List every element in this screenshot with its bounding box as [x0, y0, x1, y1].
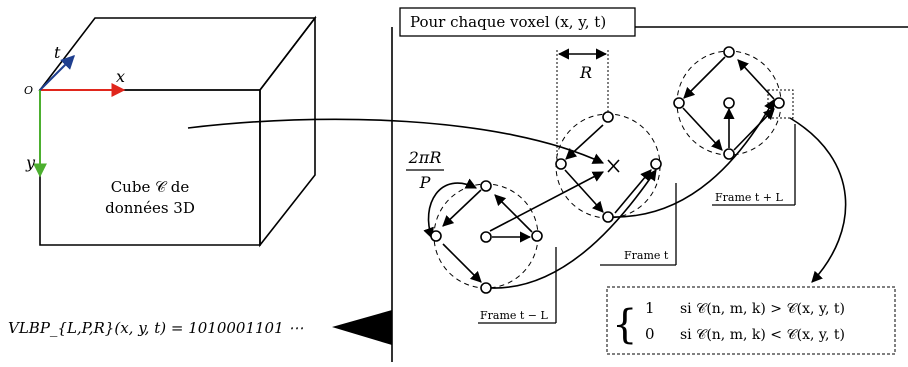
voxel-selection-arrow — [187, 118, 605, 164]
frame-t-dashed-circle — [555, 113, 661, 219]
frame-t-arrow-1 — [565, 124, 604, 160]
threshold-arrow — [789, 117, 847, 283]
frame-t-node-bottom — [602, 211, 614, 223]
cube-top-face — [38, 17, 317, 91]
case1-condition: si 𝒞(n, m, k) > 𝒞(x, y, t) — [680, 301, 845, 317]
frame-tpL-label: Frame t + L — [715, 191, 784, 204]
frame-tpL-node-left — [673, 97, 685, 109]
case0-value: 0 — [645, 325, 655, 343]
frame-tmL-label: Frame t − L — [480, 309, 549, 322]
arc-length-arrow — [423, 178, 478, 240]
frame-tmL-node-left — [430, 230, 442, 242]
frame-t-plus-L-neighbourhood: Frame t + L — [673, 46, 796, 206]
output-pointer — [332, 310, 392, 345]
origin-label: O — [24, 84, 33, 97]
frame-tmL-node-bottom — [480, 282, 492, 294]
radius-label: R — [579, 63, 592, 82]
frame-tpL-arrow-2 — [683, 56, 726, 99]
frame-t-node-top — [602, 111, 614, 123]
center-cross-2 — [607, 159, 620, 173]
case0-condition: si 𝒞(n, m, k) < 𝒞(x, y, t) — [680, 327, 845, 343]
cube-side-face — [259, 15, 316, 248]
threshold-formula: { 1 si 𝒞(n, m, k) > 𝒞(x, y, t) 0 si 𝒞(n,… — [606, 286, 896, 355]
arc-numerator: 2πR — [408, 148, 442, 167]
vlbp-output: VLBP_{L,P,R}(x, y, t) = 1010001101 ⋯ — [8, 319, 303, 337]
arc-denominator: P — [419, 173, 431, 192]
y-axis-label: y — [25, 153, 36, 172]
case1-value: 1 — [645, 299, 655, 317]
selected-neighbour-box — [767, 89, 794, 119]
t-axis-label: t — [54, 43, 61, 62]
threshold-box — [606, 286, 896, 355]
frame-tpL-node-right — [773, 97, 785, 109]
frame-tpL-node-bottom — [723, 148, 735, 160]
link-tmL-to-t — [490, 169, 657, 289]
frame-tmL-arrow-2 — [442, 243, 482, 283]
frame-tpL-arrow-1 — [737, 59, 775, 100]
frame-tmL-arrow-1 — [442, 189, 482, 227]
frame-t-arrow-3 — [614, 169, 652, 214]
frame-tmL-arrow-3 — [494, 194, 533, 233]
frame-t-neighbourhood: R Frame t — [555, 48, 677, 266]
t-axis-arrow — [39, 55, 75, 91]
x-axis-label: x — [116, 67, 125, 86]
frame-t-arrow-2 — [564, 169, 604, 213]
frame-t-node-left — [555, 158, 567, 170]
header-box — [399, 7, 636, 37]
header-title: Pour chaque voxel (x, y, t) — [410, 13, 606, 31]
frame-tpL-node-top — [723, 46, 735, 58]
data-cube — [38, 15, 317, 248]
frame-t-node-right — [650, 158, 662, 170]
frame-t-label: Frame t — [624, 249, 669, 262]
frame-tpL-node-center — [723, 97, 735, 109]
frame-tmL-node-top — [480, 180, 492, 192]
cube-front-face — [39, 89, 261, 246]
frame-tpL-arrow-3 — [682, 107, 723, 151]
cross-frame-arrow-centre — [489, 171, 604, 232]
frame-tpL-arrow-4 — [733, 108, 775, 151]
frame-t-minus-L-neighbourhood: 2πR P Frame t − L — [406, 148, 604, 324]
cube-label-line1: Cube 𝒞 de — [111, 178, 190, 196]
frame-tmL-node-center — [480, 231, 492, 243]
cube-label-line2: données 3D — [105, 199, 195, 217]
brace-symbol: { — [612, 302, 637, 348]
frame-tmL-node-right — [531, 230, 543, 242]
